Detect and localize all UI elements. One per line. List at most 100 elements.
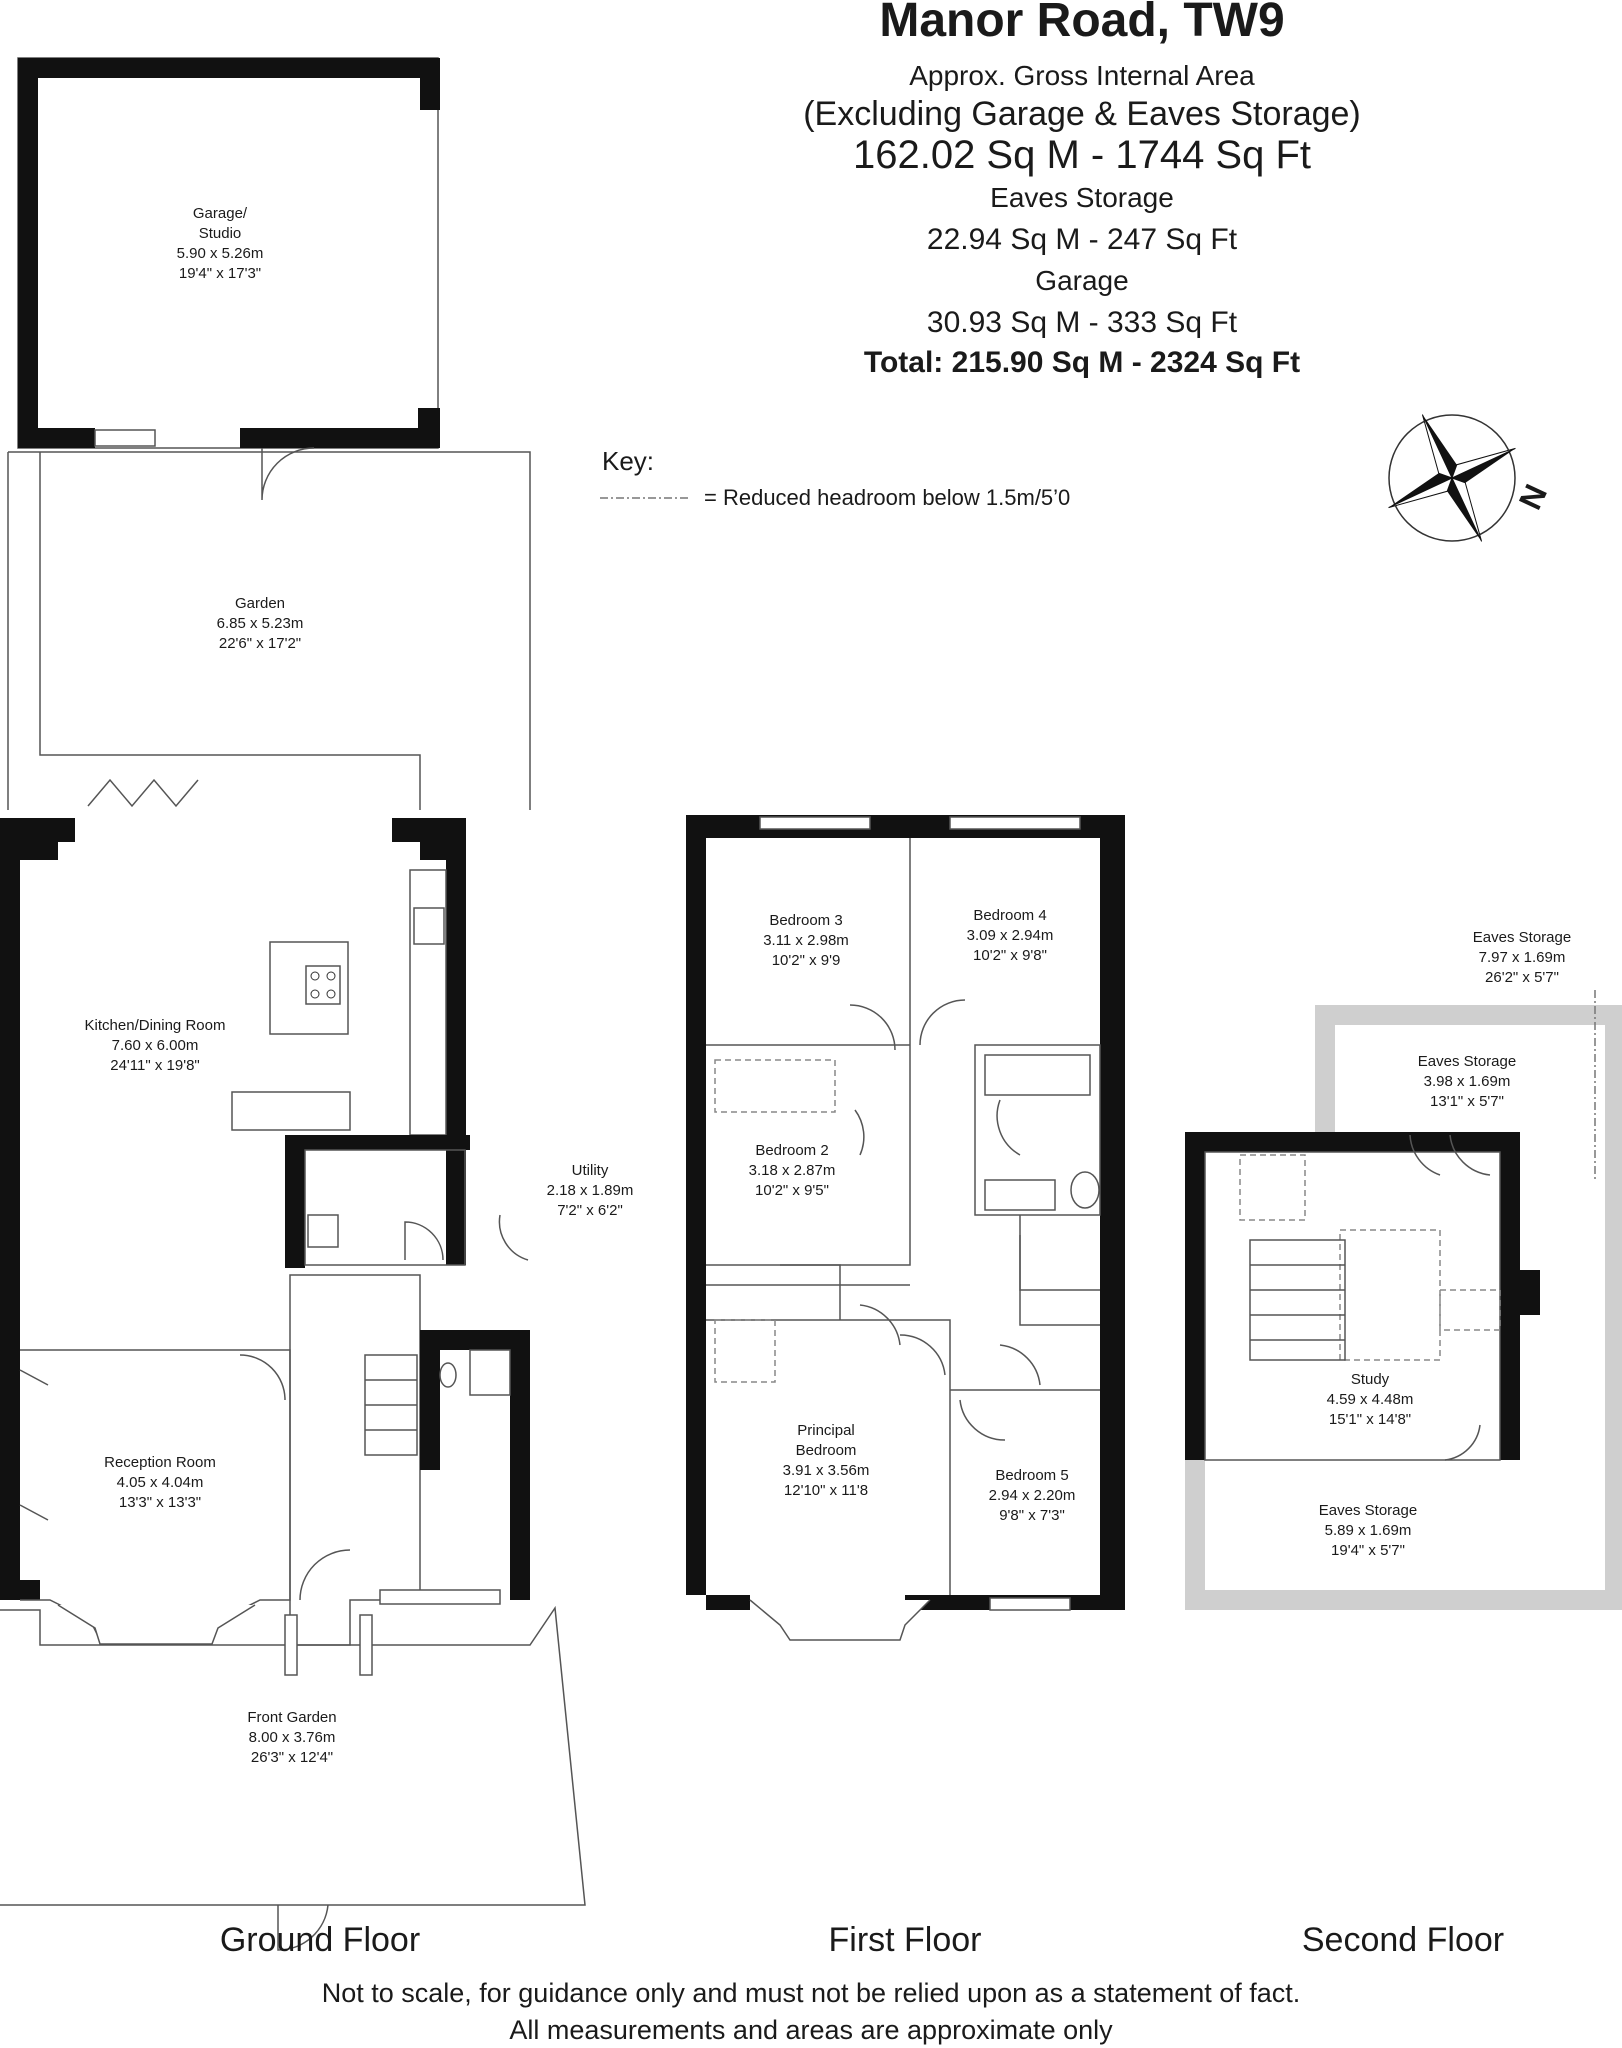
svg-text:Study: Study	[1351, 1371, 1390, 1388]
floor-label-second: Second Floor	[1302, 1921, 1504, 1959]
garage-door	[261, 447, 315, 501]
kitchen-counter	[409, 869, 447, 1136]
disclaimer-line2: All measurements and areas are approxima…	[509, 2015, 1113, 2045]
compass-ring	[1388, 414, 1516, 542]
svg-text:26'3" x 12'4": 26'3" x 12'4"	[251, 1749, 333, 1766]
label-garden: Garden 6.85 x 5.23m 22'6" x 17'2"	[217, 595, 304, 652]
svg-text:Eaves Storage: Eaves Storage	[1473, 929, 1571, 946]
svg-text:6.85 x 5.23m: 6.85 x 5.23m	[217, 615, 304, 632]
label-eaves-top: Eaves Storage 3.98 x 1.69m 13'1" x 5'7"	[1418, 1053, 1516, 1110]
svg-text:Kitchen/Dining Room: Kitchen/Dining Room	[85, 1017, 226, 1034]
bath-tub	[984, 1054, 1091, 1096]
shower-tray	[469, 1349, 511, 1396]
svg-text:3.91 x 3.56m: 3.91 x 3.56m	[783, 1462, 870, 1479]
bedroom2-headroom	[714, 1059, 836, 1113]
header: Manor Road, TW9 Approx. Gross Internal A…	[803, 0, 1361, 379]
svg-text:Bedroom 3: Bedroom 3	[769, 912, 842, 929]
label-study: Study 4.59 x 4.48m 15'1" x 14'8"	[1327, 1371, 1414, 1428]
svg-text:3.98 x 1.69m: 3.98 x 1.69m	[1424, 1073, 1511, 1090]
compass-north-label: N	[1512, 479, 1554, 515]
first-floor	[686, 815, 1125, 1641]
compass-star-icon	[1388, 414, 1516, 542]
reception-walls	[0, 1350, 40, 1600]
svg-text:10'2" x 9'8": 10'2" x 9'8"	[973, 947, 1047, 964]
svg-text:10'2" x 9'9: 10'2" x 9'9	[772, 952, 841, 969]
label-bedroom2: Bedroom 2 3.18 x 2.87m 10'2" x 9'5"	[749, 1142, 836, 1199]
svg-text:Principal: Principal	[797, 1422, 855, 1439]
label-bedroom5: Bedroom 5 2.94 x 2.20m 9'8" x 7'3"	[989, 1467, 1076, 1524]
svg-text:19'4" x 5'7": 19'4" x 5'7"	[1331, 1542, 1405, 1559]
area-gross: 162.02 Sq M - 1744 Sq Ft	[853, 133, 1311, 177]
floor-label-first: First Floor	[829, 1921, 982, 1959]
study-doors	[1409, 1134, 1491, 1461]
study-stairs	[1249, 1239, 1346, 1361]
label-garage: Garage/ Studio 5.90 x 5.26m 19'4" x 17'3…	[177, 205, 264, 282]
area-exclusion: (Excluding Garage & Eaves Storage)	[803, 95, 1361, 133]
svg-text:Bedroom 5: Bedroom 5	[995, 1467, 1068, 1484]
bathroom-toilet-icon	[1070, 1171, 1100, 1209]
study-headroom-right	[1439, 1289, 1501, 1331]
garage-area: 30.93 Sq M - 333 Sq Ft	[927, 306, 1238, 339]
bedroom4-window	[949, 816, 1081, 830]
label-bedroom4: Bedroom 4 3.09 x 2.94m 10'2" x 9'8"	[967, 907, 1054, 964]
bedroom5-window	[989, 1597, 1071, 1611]
front-garden-outline	[0, 1605, 586, 1906]
bath-basins	[984, 1179, 1056, 1211]
svg-text:5.89 x 1.69m: 5.89 x 1.69m	[1325, 1522, 1412, 1539]
study-headroom-top	[1239, 1154, 1306, 1221]
svg-text:4.59 x 4.48m: 4.59 x 4.48m	[1327, 1391, 1414, 1408]
svg-text:Reception Room: Reception Room	[104, 1454, 216, 1471]
total-area: Total: 215.90 Sq M - 2324 Sq Ft	[864, 346, 1300, 379]
bedroom3-window	[759, 816, 871, 830]
eaves-caption: Eaves Storage	[990, 182, 1174, 213]
svg-text:13'1" x 5'7": 13'1" x 5'7"	[1430, 1093, 1504, 1110]
svg-text:26'2" x 5'7": 26'2" x 5'7"	[1485, 969, 1559, 986]
svg-text:Eaves Storage: Eaves Storage	[1319, 1502, 1417, 1519]
plan-title: Manor Road, TW9	[879, 0, 1284, 47]
svg-text:Utility: Utility	[572, 1162, 609, 1179]
kitchen-peninsula	[231, 1091, 351, 1131]
front-door	[299, 1549, 351, 1601]
floor-label-ground: Ground Floor	[220, 1921, 420, 1959]
second-floor	[1185, 990, 1622, 1610]
front-gate	[277, 1904, 329, 1951]
key-title: Key:	[602, 446, 654, 476]
study-stair-treads	[1250, 1264, 1345, 1341]
hall-window	[379, 1589, 501, 1605]
reception-door	[239, 1354, 286, 1401]
svg-text:5.90 x 5.26m: 5.90 x 5.26m	[177, 245, 264, 262]
kitchen-walls	[0, 818, 466, 1350]
utility-outline	[304, 1149, 466, 1266]
reception-bay-window	[57, 1604, 256, 1645]
utility-sink	[307, 1214, 339, 1248]
svg-text:3.11 x 2.98m: 3.11 x 2.98m	[763, 932, 849, 949]
wc-toilet-icon	[439, 1362, 457, 1388]
label-principal: Principal Bedroom 3.91 x 3.56m 12'10" x …	[783, 1422, 870, 1499]
svg-text:3.18 x 2.87m: 3.18 x 2.87m	[749, 1162, 836, 1179]
wc-walls	[420, 1330, 530, 1600]
svg-text:19'4" x 17'3": 19'4" x 17'3"	[179, 265, 261, 282]
kitchen-bifold-door	[87, 778, 199, 808]
svg-text:2.18 x 1.89m: 2.18 x 1.89m	[547, 1182, 634, 1199]
svg-text:13'3" x 13'3": 13'3" x 13'3"	[119, 1494, 201, 1511]
first-floor-doors	[849, 999, 1041, 1441]
front-porch-pillar-right	[359, 1614, 373, 1676]
svg-text:12'10" x 11'8: 12'10" x 11'8	[784, 1482, 868, 1499]
label-reception: Reception Room 4.05 x 4.04m 13'3" x 13'3…	[104, 1454, 216, 1511]
svg-text:24'11" x 19'8": 24'11" x 19'8"	[110, 1057, 200, 1074]
utility-external-door	[498, 1214, 529, 1261]
hob-icon	[305, 965, 341, 1005]
key: Key: = Reduced headroom below 1.5m/5’0	[600, 446, 1070, 510]
garden-outline	[7, 451, 531, 810]
kitchen-lower-walls	[285, 1135, 470, 1268]
svg-text:7.97 x 1.69m: 7.97 x 1.69m	[1479, 949, 1566, 966]
svg-text:Front Garden: Front Garden	[247, 1709, 336, 1726]
first-floor-partitions	[706, 838, 1101, 1595]
svg-text:10'2" x 9'5": 10'2" x 9'5"	[755, 1182, 829, 1199]
first-floor-stairs	[780, 1235, 1100, 1320]
svg-text:4.05 x 4.04m: 4.05 x 4.04m	[117, 1474, 204, 1491]
svg-text:Eaves Storage: Eaves Storage	[1418, 1053, 1516, 1070]
second-floor-walls	[1185, 1132, 1540, 1460]
kitchen-sink	[413, 907, 445, 945]
